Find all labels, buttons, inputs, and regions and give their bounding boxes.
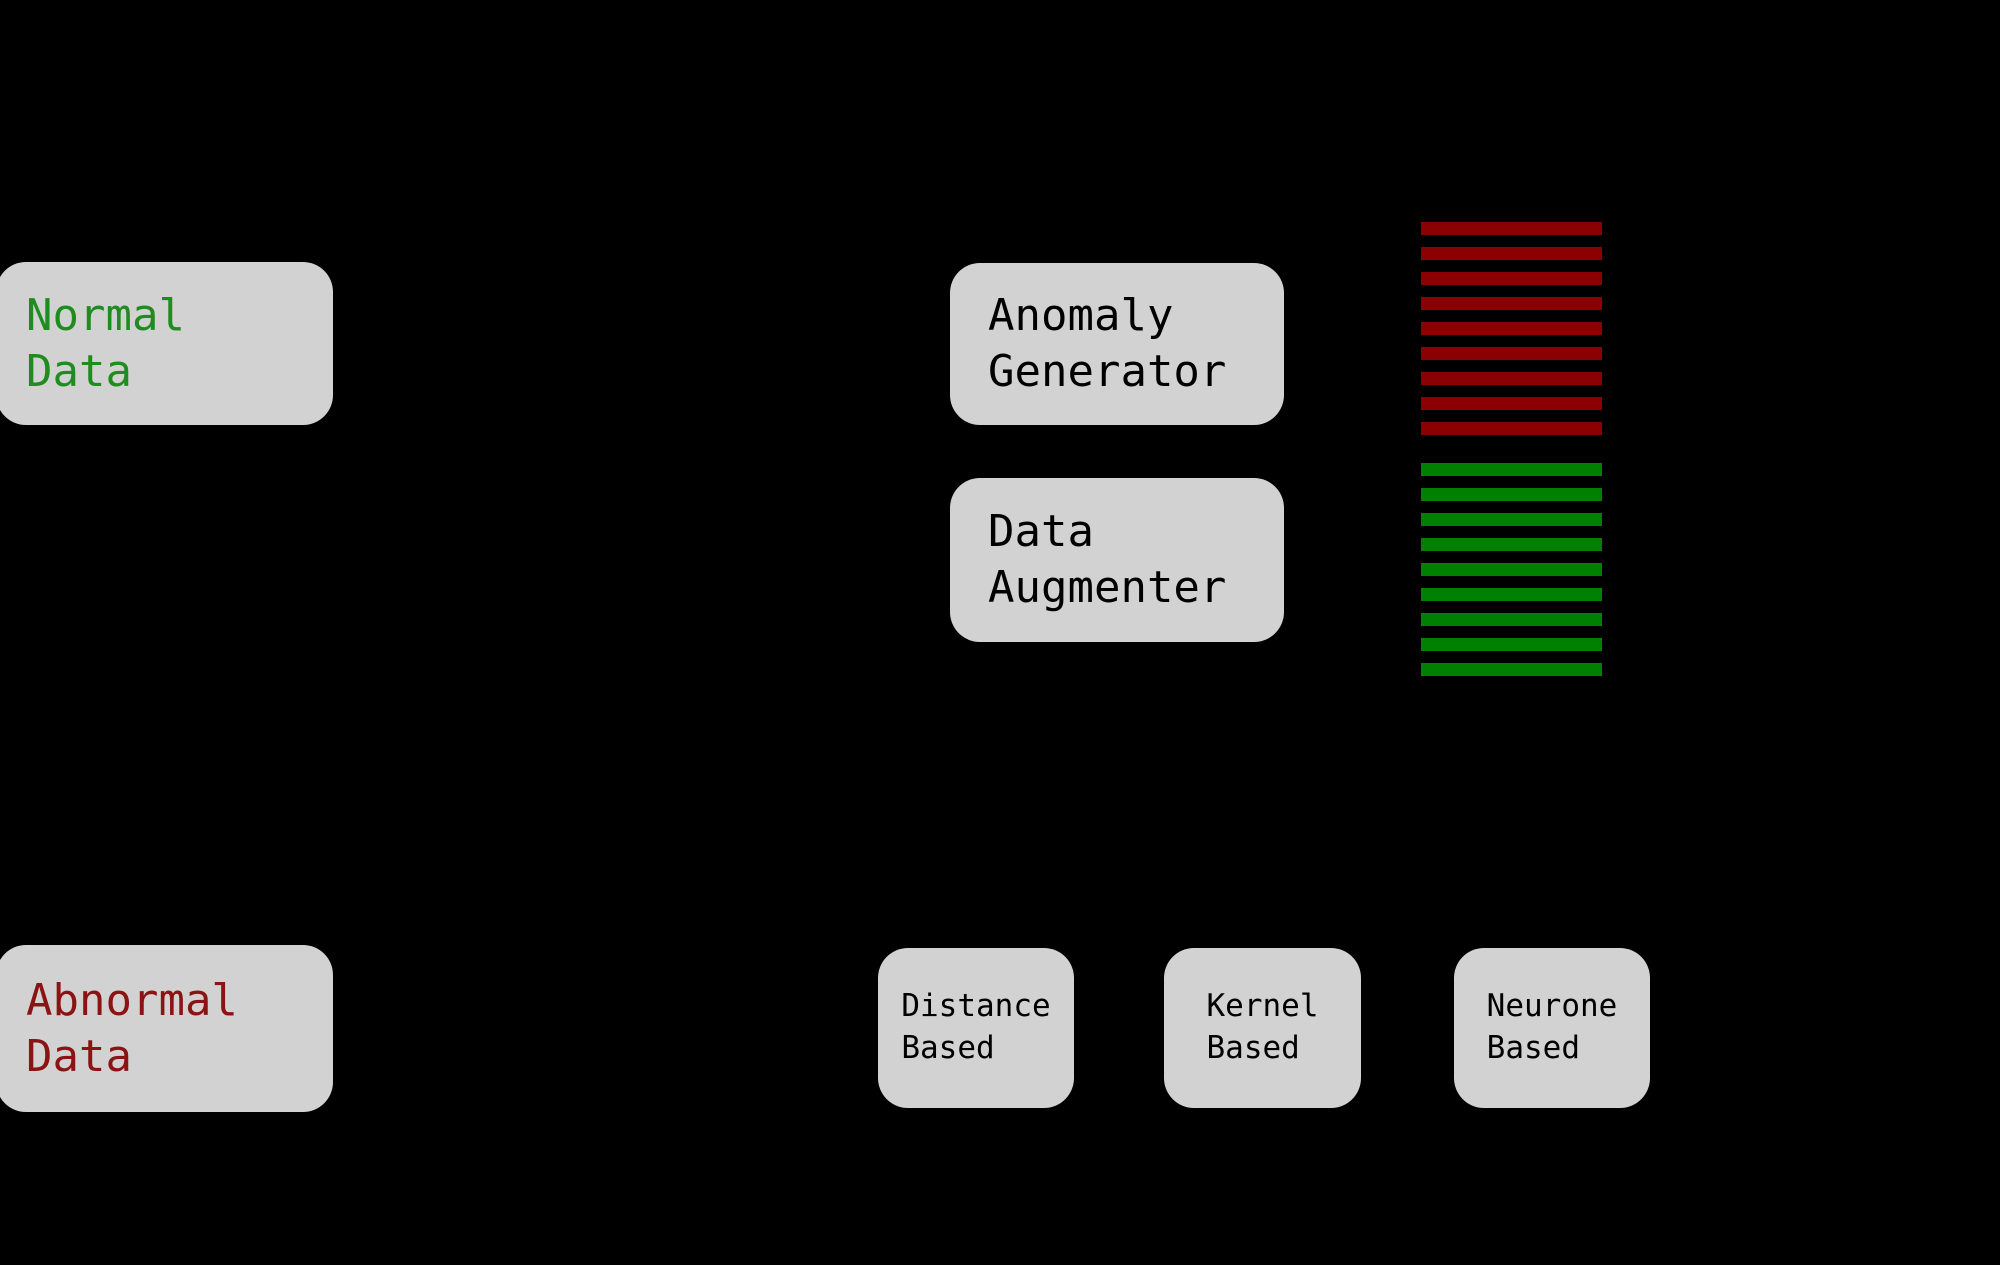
kernel-based-box: Kernel Based bbox=[1164, 948, 1361, 1108]
generated-anomaly-samples-stack bbox=[1421, 222, 1602, 435]
normal-data-box: Normal Data bbox=[0, 262, 333, 425]
augmented-normal-sample-stripe bbox=[1421, 613, 1602, 626]
generated-anomaly-sample-stripe bbox=[1421, 322, 1602, 335]
generated-anomaly-sample-stripe bbox=[1421, 372, 1602, 385]
augmented-normal-sample-stripe bbox=[1421, 463, 1602, 476]
abnormal-data-label: Abnormal Data bbox=[26, 974, 238, 1082]
generated-anomaly-sample-stripe bbox=[1421, 297, 1602, 310]
normal-data-label: Normal Data bbox=[26, 289, 185, 397]
generated-anomaly-sample-stripe bbox=[1421, 347, 1602, 360]
augmented-normal-sample-stripe bbox=[1421, 513, 1602, 526]
augmented-normal-sample-stripe bbox=[1421, 563, 1602, 576]
distance-based-box: Distance Based bbox=[878, 948, 1074, 1108]
anomaly-generator-label: Anomaly Generator bbox=[988, 290, 1227, 397]
augmented-normal-sample-stripe bbox=[1421, 488, 1602, 501]
augmented-normal-sample-stripe bbox=[1421, 663, 1602, 676]
distance-based-label: Distance Based bbox=[901, 988, 1051, 1066]
generated-anomaly-sample-stripe bbox=[1421, 272, 1602, 285]
generated-anomaly-sample-stripe bbox=[1421, 247, 1602, 260]
generated-anomaly-sample-stripe bbox=[1421, 397, 1602, 410]
data-augmenter-label: Data Augmenter bbox=[988, 506, 1227, 613]
neurone-based-label: Neurone Based bbox=[1486, 988, 1618, 1066]
anomaly-generator-box: Anomaly Generator bbox=[950, 263, 1284, 425]
augmented-normal-sample-stripe bbox=[1421, 638, 1602, 651]
kernel-based-label: Kernel Based bbox=[1206, 988, 1319, 1066]
generated-anomaly-sample-stripe bbox=[1421, 422, 1602, 435]
abnormal-data-box: Abnormal Data bbox=[0, 945, 333, 1112]
neurone-based-box: Neurone Based bbox=[1454, 948, 1650, 1108]
augmented-normal-samples-stack bbox=[1421, 463, 1602, 676]
augmented-normal-sample-stripe bbox=[1421, 538, 1602, 551]
augmented-normal-sample-stripe bbox=[1421, 588, 1602, 601]
data-augmenter-box: Data Augmenter bbox=[950, 478, 1284, 642]
generated-anomaly-sample-stripe bbox=[1421, 222, 1602, 235]
